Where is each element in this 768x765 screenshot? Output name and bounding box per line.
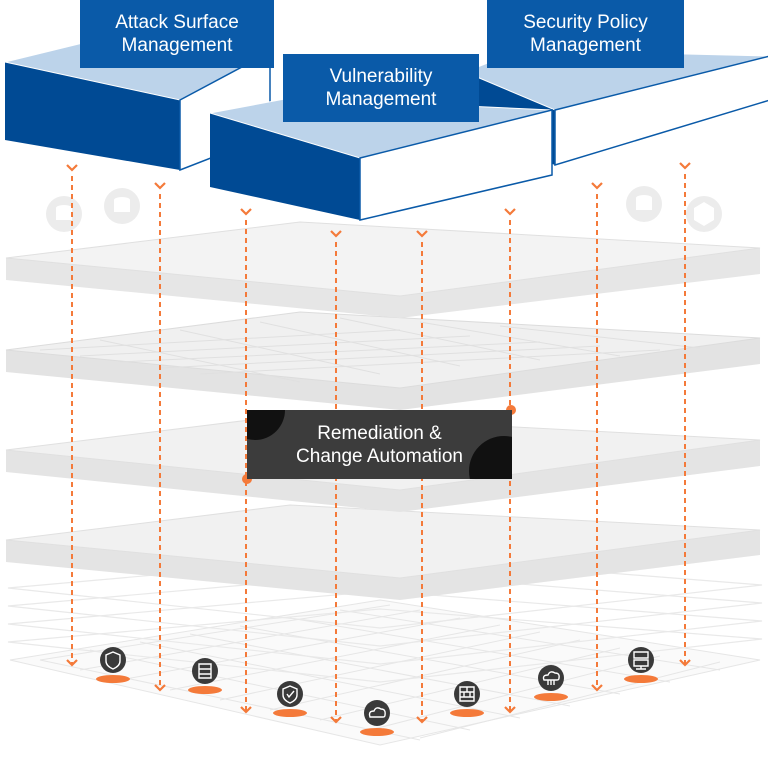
cloud-icon — [360, 700, 394, 736]
firewall-icon — [450, 681, 484, 717]
database-icon — [188, 658, 222, 694]
security-policy-label: Security Policy Management — [487, 0, 684, 68]
flow-arrow — [679, 162, 691, 667]
flow-arrow — [416, 230, 428, 724]
attack-surface-line2: Management — [121, 35, 233, 56]
security-policy-line1: Security Policy — [523, 12, 648, 33]
flow-arrow — [591, 182, 603, 692]
vulnerability-label: Vulnerability Management — [283, 54, 479, 122]
flow-arrow — [330, 230, 342, 724]
security-policy-line2: Management — [530, 35, 641, 56]
faded-database-icon-2 — [104, 188, 140, 224]
shield-lock-icon — [96, 647, 130, 683]
flow-arrow — [154, 182, 166, 692]
device-icons — [96, 647, 658, 736]
faded-security-icon — [686, 196, 722, 232]
vulnerability-line2: Management — [325, 89, 437, 110]
remediation-box: Remediation & Change Automation — [247, 410, 512, 479]
cloud-network-icon — [534, 665, 568, 701]
attack-surface-label: Attack Surface Management — [80, 0, 274, 68]
faded-database-icon-1 — [46, 196, 82, 232]
flow-arrow — [240, 208, 252, 714]
flow-arrows — [66, 162, 691, 724]
server-icon — [624, 647, 658, 683]
flow-arrow — [66, 164, 78, 667]
remediation-line1: Remediation & — [317, 422, 442, 444]
remediation-line2: Change Automation — [296, 445, 463, 467]
vulnerability-line1: Vulnerability — [329, 66, 433, 87]
platform-layer-4 — [5, 504, 761, 600]
platform-layer-2 — [5, 311, 761, 410]
shield-check-icon — [273, 681, 307, 717]
ground-mesh — [9, 599, 761, 746]
platform-layer-1 — [5, 221, 761, 318]
attack-surface-line1: Attack Surface — [115, 12, 239, 33]
faded-database-icon-3 — [626, 186, 662, 222]
